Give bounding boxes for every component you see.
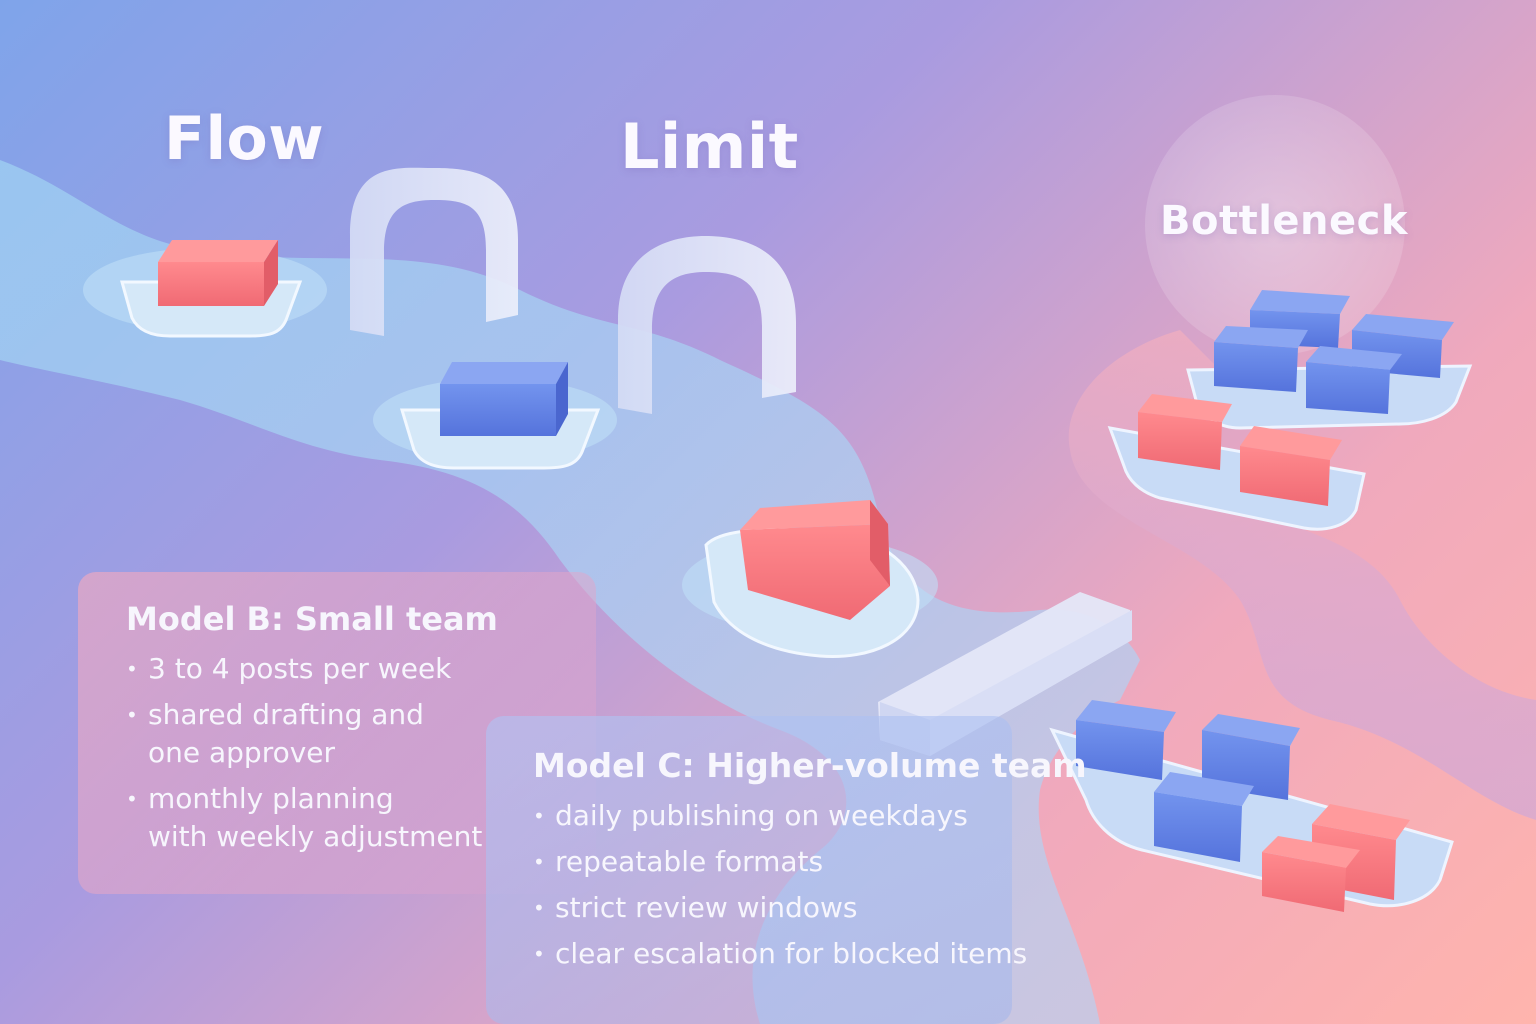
list-item: daily publishing on weekdays xyxy=(533,797,1012,835)
bottleneck-glow xyxy=(1145,95,1405,355)
work-item-block-icon xyxy=(1076,700,1176,780)
work-item-block-icon xyxy=(1138,394,1232,470)
work-item-block-icon xyxy=(1262,836,1360,912)
work-item-block-icon xyxy=(740,500,890,620)
model-b-list: 3 to 4 posts per week shared drafting an… xyxy=(126,650,596,856)
model-c-panel: Model C: Higher-volume team daily publis… xyxy=(486,716,1087,1024)
label-bottleneck: Bottleneck xyxy=(1160,198,1408,244)
work-item-block-icon xyxy=(1154,772,1254,862)
model-c-title: Model C: Higher-volume team xyxy=(533,746,1087,785)
list-item: clear escalation for blocked items xyxy=(533,935,1027,973)
list-item: shared drafting and one approver xyxy=(126,696,596,772)
model-b-title: Model B: Small team xyxy=(126,600,498,638)
gate-arch-icon xyxy=(350,167,518,336)
work-item-block-icon xyxy=(1306,346,1402,414)
work-item-block-icon xyxy=(1240,426,1342,506)
list-item: 3 to 4 posts per week xyxy=(126,650,596,688)
gate-arch-icon xyxy=(618,236,796,414)
work-item-block-icon xyxy=(158,240,278,306)
label-limit: Limit xyxy=(620,110,799,183)
work-item-block-icon xyxy=(1250,290,1350,348)
list-item: strict review windows xyxy=(533,889,1012,927)
model-c-list: daily publishing on weekdays repeatable … xyxy=(533,797,1027,973)
label-flow: Flow xyxy=(164,104,325,174)
work-item-block-icon xyxy=(440,362,568,436)
work-item-block-icon xyxy=(1214,326,1308,392)
list-item: repeatable formats xyxy=(533,843,1012,881)
list-item: monthly planning with weekly adjustment xyxy=(126,780,596,856)
branch-river xyxy=(1068,330,1536,820)
